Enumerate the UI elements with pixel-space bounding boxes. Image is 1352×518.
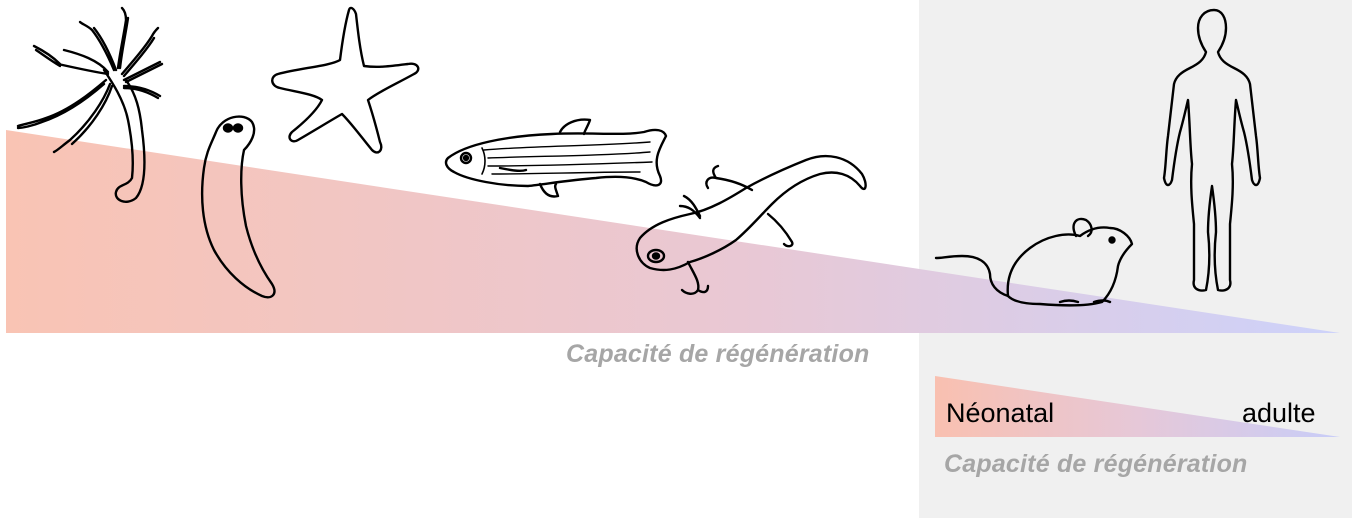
regeneration-axis-label: Capacité de régénération [566,340,870,369]
mammal-panel [919,0,1352,518]
inset-regeneration-axis-label: Capacité de régénération [944,450,1248,479]
adult-label: adulte [1242,398,1316,429]
starfish-icon [272,8,418,153]
zebrafish-icon [446,120,666,197]
neonatal-label: Néonatal [946,398,1054,429]
